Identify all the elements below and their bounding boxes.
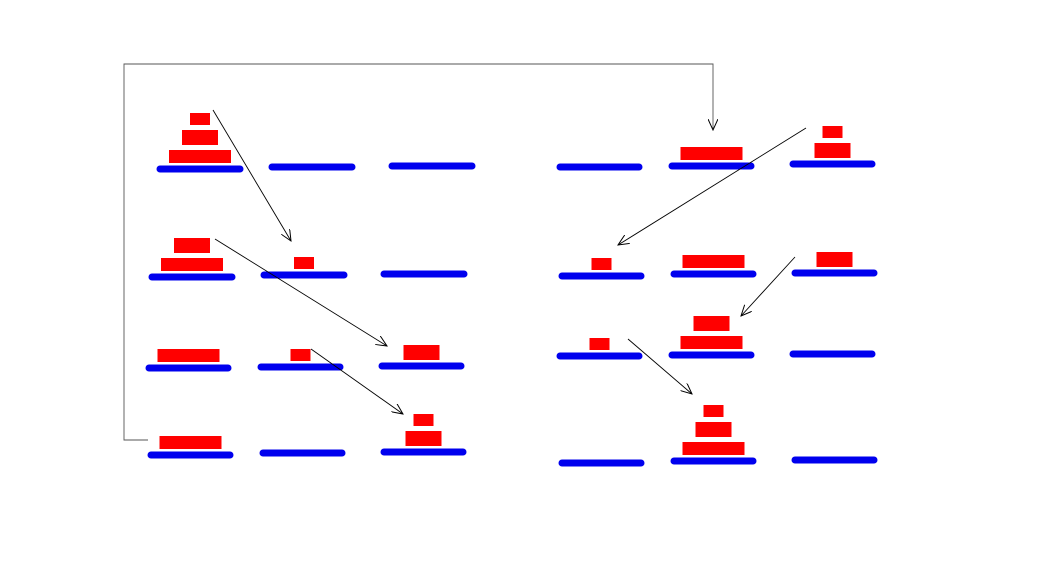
- move-arrow-s0-s1: [212, 109, 291, 241]
- move-arrow-s6-s7: [627, 338, 692, 394]
- disk-3-s7: [682, 442, 745, 455]
- disk-3-s6: [680, 336, 743, 349]
- state-s4: [556, 126, 876, 171]
- disk-1-s7: [703, 405, 724, 417]
- disk-3-s4: [680, 147, 743, 160]
- state-layer: [145, 113, 878, 467]
- disk-3-s0: [169, 150, 231, 163]
- disk-1-s1: [294, 257, 314, 269]
- arrow-layer: [212, 109, 807, 414]
- state-s1: [148, 238, 468, 281]
- disk-2-s6: [693, 316, 730, 331]
- disk-3-s1: [161, 258, 223, 271]
- disk-3-s2: [157, 349, 220, 362]
- disk-1-s3: [413, 414, 434, 426]
- move-arrow-s4-s5: [618, 127, 807, 245]
- state-s6: [556, 316, 876, 360]
- state-s5: [558, 252, 878, 280]
- connector-layer: [123, 63, 713, 441]
- state-s3: [147, 414, 467, 459]
- state-s7: [558, 405, 878, 467]
- move-arrow-s5-s6: [741, 256, 796, 316]
- disk-2-s1: [174, 238, 210, 253]
- disk-2-s2: [403, 345, 440, 360]
- disk-3-s5: [682, 255, 745, 268]
- connector-arrow-s3-s4: [123, 63, 713, 441]
- disk-2-s7: [695, 422, 732, 437]
- move-arrow-s2-s3: [310, 348, 403, 414]
- disk-2-s5: [816, 252, 853, 267]
- disk-1-s4: [822, 126, 843, 138]
- disk-3-s3: [159, 436, 222, 449]
- disk-1-s5: [591, 258, 612, 270]
- move-arrow-s1-s2: [214, 238, 387, 346]
- disk-2-s0: [182, 130, 218, 145]
- state-s0: [156, 113, 476, 173]
- disk-2-s4: [814, 143, 851, 158]
- disk-1-s0: [190, 113, 210, 125]
- disk-2-s3: [405, 431, 442, 446]
- disk-1-s2: [290, 349, 311, 361]
- disk-1-s6: [589, 338, 610, 350]
- state-s2: [145, 345, 465, 372]
